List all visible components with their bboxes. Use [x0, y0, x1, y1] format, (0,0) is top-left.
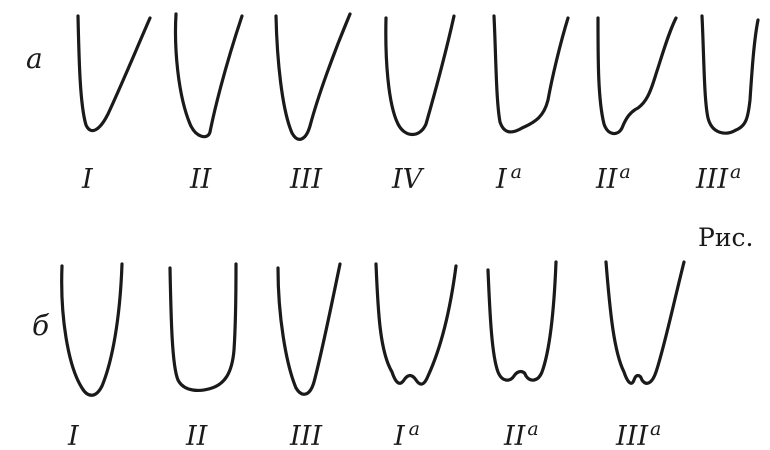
label-b-IIIa-numeral: III: [615, 421, 649, 450]
label-b-III: III: [289, 421, 323, 450]
label-a-Ia-numeral: I: [495, 164, 508, 195]
row-a-letter: а: [26, 42, 43, 75]
label-a-IIa-numeral: II: [595, 164, 619, 195]
curve-a-III: [276, 14, 350, 139]
curve-a-I: [78, 16, 150, 131]
label-b-II-numeral: II: [185, 421, 209, 450]
label-a-I-numeral: I: [81, 164, 94, 195]
label-b-Ia-suffix: a: [409, 418, 420, 440]
curve-a-IV: [386, 16, 454, 135]
label-a-IIIa-suffix: a: [730, 161, 741, 183]
curve-b-IIa: [488, 262, 556, 380]
curve-a-IIIa: [702, 16, 758, 133]
curve-a-Ia: [494, 16, 568, 132]
label-a-Ia-suffix: a: [511, 161, 522, 183]
curve-a-II: [176, 14, 242, 137]
label-a-IIa-suffix: a: [619, 161, 630, 183]
label-a-IV-numeral: IV: [391, 164, 425, 195]
figure-caption: Рис.: [698, 223, 753, 252]
label-a-I: I: [81, 164, 94, 195]
curve-a-IIa: [598, 18, 676, 134]
curve-b-Ia: [376, 264, 456, 384]
curve-b-II: [170, 264, 236, 390]
label-b-II: II: [185, 421, 209, 450]
label-b-I: I: [67, 421, 80, 450]
label-b-IIa-numeral: II: [503, 421, 527, 450]
curve-b-I: [62, 264, 122, 395]
label-b-III-numeral: III: [289, 421, 323, 450]
label-b-IIIa-suffix: a: [650, 418, 661, 440]
curve-b-IIIa: [606, 262, 684, 383]
label-a-II: II: [189, 164, 213, 195]
label-a-III: III: [289, 164, 323, 195]
row-b-letter: б: [32, 309, 50, 342]
label-b-I-numeral: I: [67, 421, 80, 450]
label-a-IIIa-numeral: III: [695, 164, 729, 195]
label-a-IV: IV: [391, 164, 425, 195]
label-b-IIa-suffix: a: [527, 418, 538, 440]
label-b-Ia-numeral: I: [393, 421, 406, 450]
label-a-II-numeral: II: [189, 164, 213, 195]
curve-b-III: [278, 264, 340, 394]
label-a-III-numeral: III: [289, 164, 323, 195]
